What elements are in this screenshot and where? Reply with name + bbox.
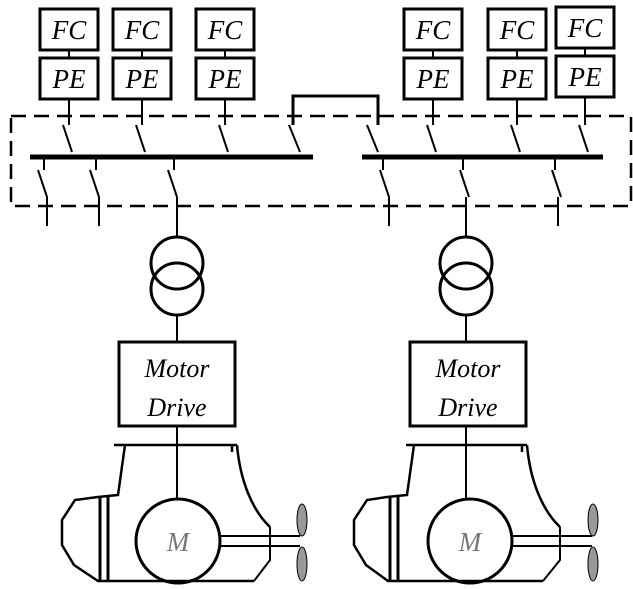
fc-unit-4: FC PE: [402, 7, 464, 153]
fc-label: FC: [51, 15, 87, 45]
outgoing-breaker: [459, 169, 470, 198]
feeder-breaker: [62, 124, 73, 153]
fc-label: FC: [415, 15, 451, 45]
feeder-breaker: [510, 124, 521, 153]
fc-unit-5: FC PE: [486, 7, 548, 153]
fc-label: FC: [567, 13, 603, 43]
pe-label: PE: [568, 62, 602, 92]
pe-label: PE: [500, 64, 534, 94]
outgoing-feeder-2: [89, 157, 100, 226]
pe-label: PE: [125, 64, 159, 94]
transformer-winding-upper: [438, 235, 494, 291]
motor-circle: [426, 497, 514, 585]
propeller-blade-upper: [587, 503, 599, 537]
motor-drive-label-line2: Drive: [437, 393, 497, 422]
bus-tie-breaker-left: [288, 124, 301, 153]
feeder-breaker: [578, 124, 589, 153]
fc-unit-3: FC PE: [194, 7, 256, 153]
outgoing-breaker: [167, 169, 178, 198]
bus-tie-breaker-right: [366, 124, 379, 153]
pod-strut: [253, 527, 271, 582]
propeller-blade-upper: [296, 503, 308, 537]
transformer-winding-upper: [149, 235, 205, 291]
outgoing-breaker: [551, 169, 562, 198]
outgoing-feeder-motor-right: [379, 157, 390, 226]
propeller-blade-lower: [587, 546, 599, 582]
motor-drive-label-line1: Motor: [144, 354, 211, 383]
feeder-breaker: [426, 124, 437, 153]
motor-drive-label-line1: Motor: [435, 354, 502, 383]
fc-label: FC: [499, 15, 535, 45]
motor-drive-label-line2: Drive: [146, 393, 206, 422]
outgoing-breaker: [37, 169, 48, 198]
fc-unit-2: FC PE: [111, 7, 173, 153]
switchboard-enclosure: [9, 114, 633, 208]
bus-tie-link: [291, 94, 380, 125]
motor-label: M: [458, 527, 483, 557]
pe-label: PE: [208, 64, 242, 94]
motor-label: M: [166, 527, 191, 557]
outgoing-feeder-1: [37, 157, 48, 226]
pod-housing: [352, 443, 561, 583]
propeller-blade-lower: [296, 546, 308, 582]
fc-unit-1: FC PE: [38, 7, 100, 153]
propulsion-chain-left: Motor Drive M: [60, 235, 308, 585]
fc-label: FC: [207, 15, 243, 45]
outgoing-feeder-motor-left: [167, 157, 178, 238]
feeder-breaker: [218, 124, 229, 153]
pe-label: PE: [52, 64, 86, 94]
propulsion-chain-right: Motor Drive M: [352, 235, 599, 585]
motor-circle: [134, 497, 222, 585]
pod-strut: [542, 527, 561, 582]
pod-housing: [60, 443, 271, 583]
motor-drive-box: [408, 340, 528, 428]
fc-label: FC: [124, 15, 160, 45]
outgoing-feeder-4: [459, 157, 470, 238]
outgoing-breaker: [89, 169, 100, 198]
pe-label: PE: [416, 64, 450, 94]
fc-unit-6: FC PE: [554, 5, 616, 153]
outgoing-breaker: [379, 169, 390, 198]
outgoing-feeder-5: [551, 157, 562, 226]
feeder-breaker: [135, 124, 146, 153]
